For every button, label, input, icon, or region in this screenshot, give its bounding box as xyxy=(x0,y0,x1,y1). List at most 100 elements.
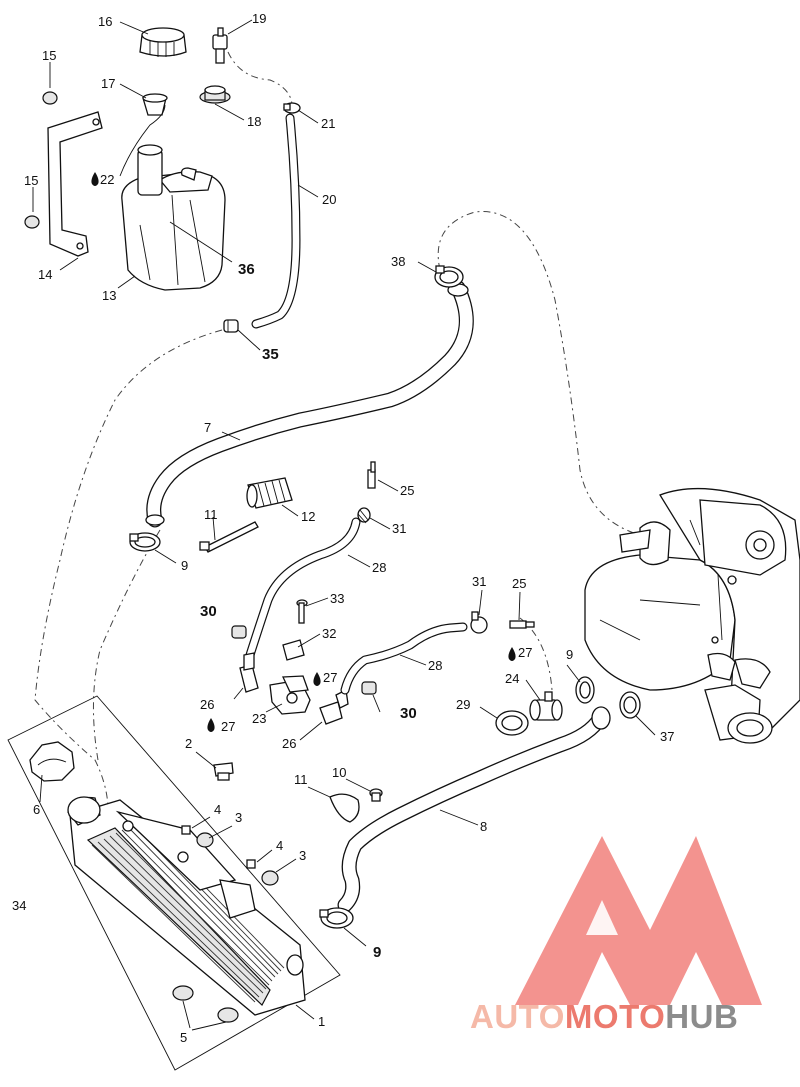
screw-10 xyxy=(369,788,383,802)
engine xyxy=(584,487,800,744)
hose-clamp-31-upper xyxy=(357,507,371,524)
reservoir-bracket xyxy=(47,111,103,257)
coolant-hose-lower xyxy=(337,706,611,913)
radiator-cap xyxy=(29,741,75,782)
callout-29: 29 xyxy=(456,697,470,712)
brand-part-moto: MOTO xyxy=(564,998,666,1035)
callout-36: 36 xyxy=(238,261,255,278)
hose-clamp-38 xyxy=(434,265,464,288)
callout-17: 17 xyxy=(101,76,115,91)
plug-30-left xyxy=(231,625,247,639)
callout-12: 12 xyxy=(301,509,315,524)
callout-22: 22 xyxy=(100,172,114,187)
spacer-pair-upper xyxy=(181,825,214,848)
callout-5: 5 xyxy=(180,1030,187,1045)
vent-hose-clamp xyxy=(283,102,301,114)
coolant-hose-upper xyxy=(145,280,474,528)
callout-9-right: 9 xyxy=(566,647,573,662)
hose-clamp-lower xyxy=(319,907,354,929)
callout-4-lower: 4 xyxy=(276,838,283,853)
callout-38: 38 xyxy=(391,254,405,269)
callout-11-upper: 11 xyxy=(204,507,218,522)
hose-clamp-right xyxy=(575,676,595,704)
callout-9-lower: 9 xyxy=(373,944,381,961)
callout-13: 13 xyxy=(102,288,116,303)
screw xyxy=(296,599,308,624)
callout-25-right: 25 xyxy=(512,576,526,591)
plug-30-right xyxy=(361,681,377,695)
callout-30-right: 30 xyxy=(400,705,417,722)
spacer-pair-lower xyxy=(246,859,279,886)
callout-23: 23 xyxy=(252,711,266,726)
callout-25-upper: 25 xyxy=(400,483,414,498)
callout-27-left: 27 xyxy=(221,719,235,734)
callout-6: 6 xyxy=(33,802,40,817)
callout-30-left: 30 xyxy=(200,603,217,620)
callout-24: 24 xyxy=(505,671,519,686)
grommet-lower xyxy=(24,215,40,229)
callout-31-upper: 31 xyxy=(392,521,406,536)
oil-drop-icon xyxy=(207,718,215,732)
callout-33: 33 xyxy=(330,591,344,606)
callout-labels: 16 19 15 17 18 21 22 15 20 36 38 14 13 3… xyxy=(12,11,674,1045)
bypass-hose-left xyxy=(245,517,361,660)
callout-37: 37 xyxy=(660,729,674,744)
callout-26-left: 26 xyxy=(200,697,214,712)
callout-27-mid: 27 xyxy=(323,670,337,685)
hose-clamp-37 xyxy=(619,691,641,719)
rubber-mount-pair xyxy=(172,985,239,1023)
brand-part-auto: AUTO xyxy=(470,998,565,1035)
callout-21: 21 xyxy=(321,116,335,131)
hose-clamp-upper xyxy=(129,532,161,552)
leader-lines xyxy=(32,19,656,1031)
grommet-upper xyxy=(42,91,58,105)
thermostat-housing xyxy=(269,675,311,715)
hose-clamp-29 xyxy=(495,710,529,736)
elbow-fitting-right xyxy=(319,689,349,725)
vent-line-route xyxy=(227,51,293,105)
callout-28-upper: 28 xyxy=(372,560,386,575)
callout-8: 8 xyxy=(480,819,487,834)
radiator-assembly xyxy=(7,695,341,1071)
reservoir-cap xyxy=(139,27,187,57)
callout-15-lower: 15 xyxy=(24,173,38,188)
callout-11-lower: 11 xyxy=(294,772,308,787)
callout-32: 32 xyxy=(322,626,336,641)
callout-3-upper: 3 xyxy=(235,810,242,825)
callout-15-upper: 15 xyxy=(42,48,56,63)
engine-line-route xyxy=(437,211,641,536)
coolant-reservoir xyxy=(121,144,226,291)
vent-hose xyxy=(251,113,301,329)
elbow-fitting-left xyxy=(239,652,259,693)
callout-2: 2 xyxy=(185,736,192,751)
oil-drop-icon xyxy=(508,647,516,661)
callout-27-right: 27 xyxy=(518,645,532,660)
overflow-line-route-left xyxy=(34,329,223,821)
callout-31-right: 31 xyxy=(472,574,486,589)
callout-9-upper: 9 xyxy=(181,558,188,573)
callout-35: 35 xyxy=(262,346,279,363)
callout-28-lower: 28 xyxy=(428,658,442,673)
hose-clamp-31-right xyxy=(470,611,488,634)
protector-sleeve xyxy=(246,477,293,509)
callout-18: 18 xyxy=(247,114,261,129)
callout-4-upper: 4 xyxy=(214,802,221,817)
vent-valve xyxy=(212,27,228,64)
watermark-brand: AUTOMOTOHUB xyxy=(470,998,795,1048)
callout-14: 14 xyxy=(38,267,52,282)
callout-34: 34 xyxy=(12,898,26,913)
bleed-line-route xyxy=(519,617,553,691)
overflow-line-route-inner xyxy=(92,529,161,761)
oil-drop-icon xyxy=(313,672,321,686)
gasket xyxy=(282,639,305,661)
overflow-clamp xyxy=(223,319,239,333)
bypass-hose-right xyxy=(340,622,468,695)
callout-3-lower: 3 xyxy=(299,848,306,863)
callout-10: 10 xyxy=(332,765,346,780)
callout-1: 1 xyxy=(318,1014,325,1029)
bleeder-fitting-upper xyxy=(367,461,376,489)
callout-16: 16 xyxy=(98,14,112,29)
bleeder-fitting-right xyxy=(509,620,535,629)
cable-tie-upper xyxy=(199,521,259,553)
